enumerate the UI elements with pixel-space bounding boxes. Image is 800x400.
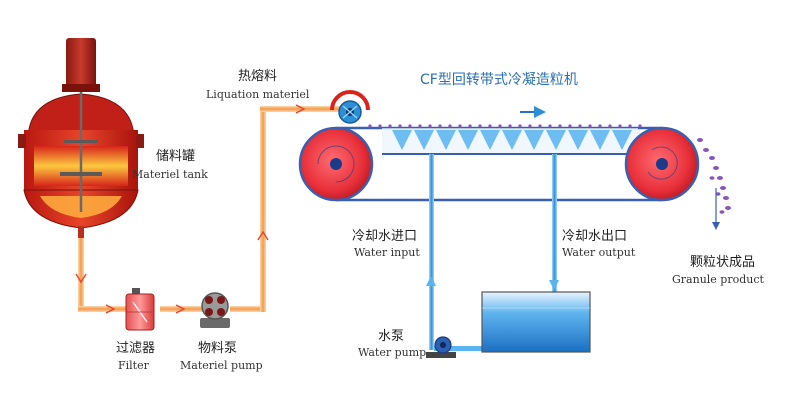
water-up-arrow-icon <box>426 276 436 286</box>
granule-label-en: Granule product <box>672 273 765 286</box>
liquation-label-en: Liquation materiel <box>206 88 310 101</box>
drive-roller-right <box>624 126 700 202</box>
water-pump-label-cn: 水泵 <box>378 329 404 344</box>
cooling-water-circuit <box>426 154 559 351</box>
water-output-label-cn: 冷却水出口 <box>562 229 627 244</box>
water-pump-label-en: Water pump <box>358 346 426 359</box>
granule-product-stream <box>697 138 731 214</box>
flow-arrow-icon <box>295 104 306 114</box>
water-down-arrow-icon <box>549 280 559 290</box>
tank-motor <box>66 38 96 90</box>
water-pump <box>426 336 456 358</box>
rotoformer-feeder <box>330 90 370 124</box>
water-tank <box>481 291 591 353</box>
flow-arrow-icon <box>105 304 116 314</box>
cooling-spray-nozzles <box>392 130 632 150</box>
granule-label-cn: 颗粒状成品 <box>690 255 755 270</box>
water-output-label-en: Water output <box>562 246 636 259</box>
materiel-pump-label-cn: 物料泵 <box>198 341 237 356</box>
filter <box>125 288 155 331</box>
flow-arrow-icon <box>75 273 87 284</box>
materiel-pump <box>200 292 230 328</box>
diagram-title: CF型回转带式冷凝造粒机 <box>420 72 578 88</box>
flow-arrow-icon <box>175 304 186 314</box>
materiel-pump-label-en: Materiel pump <box>180 359 263 372</box>
tank-label-cn: 储料罐 <box>156 149 195 164</box>
granule-dots <box>368 124 642 128</box>
materiel-tank <box>18 38 144 240</box>
filter-label-cn: 过滤器 <box>116 341 155 356</box>
water-input-label-cn: 冷却水进口 <box>352 229 417 244</box>
water-input-label-en: Water input <box>354 246 420 259</box>
drive-roller-left <box>298 126 374 202</box>
product-arrow-icon <box>712 222 720 230</box>
flow-arrow-icon <box>257 230 269 241</box>
tank-label-en: Materiel tank <box>132 168 208 181</box>
liquation-label-cn: 热熔料 <box>238 69 277 84</box>
filter-label-en: Filter <box>118 359 150 372</box>
melt-pipeline <box>75 104 344 314</box>
steel-belt-conveyor <box>336 106 662 202</box>
